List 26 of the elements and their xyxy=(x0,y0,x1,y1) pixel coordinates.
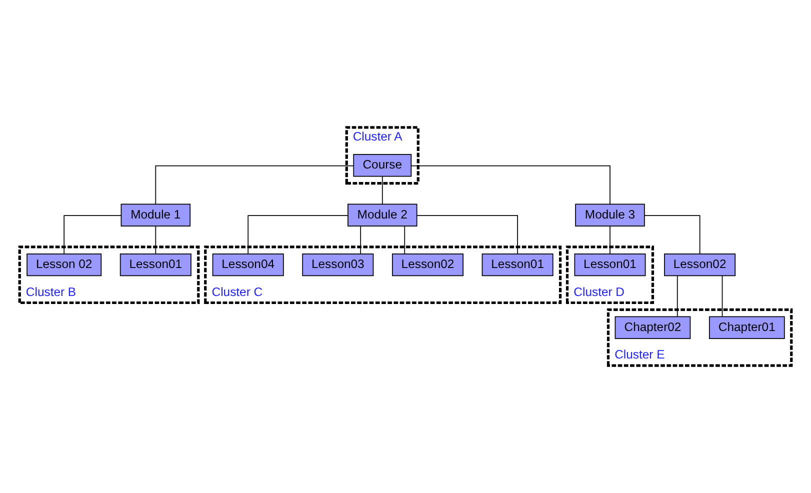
connector xyxy=(404,226,406,254)
connector xyxy=(360,226,362,254)
connector xyxy=(676,275,678,317)
node-box: Module 2 xyxy=(348,204,418,226)
node-box: Lesson02 xyxy=(392,253,464,276)
node-box: Chapter01 xyxy=(708,316,785,339)
connector xyxy=(410,165,610,205)
connector xyxy=(722,275,723,317)
connector xyxy=(644,215,700,254)
connector xyxy=(64,215,122,254)
node-box: Lesson02 xyxy=(664,253,736,276)
node-box: Lesson 02 xyxy=(26,253,102,276)
node-box: Module 1 xyxy=(120,204,191,226)
node-box: Lesson01 xyxy=(574,253,646,276)
node-box: Lesson01 xyxy=(482,253,554,276)
node-box: Lesson03 xyxy=(302,253,374,276)
connector xyxy=(382,176,383,205)
node-box: Lesson04 xyxy=(212,253,284,276)
node-box: Module 3 xyxy=(575,204,645,226)
node-box: Course xyxy=(353,154,412,177)
node-box: Chapter02 xyxy=(614,316,691,339)
connector xyxy=(155,226,156,254)
connector xyxy=(155,165,354,205)
connector xyxy=(248,215,348,254)
connector xyxy=(416,215,518,254)
node-box: Lesson01 xyxy=(120,253,192,276)
